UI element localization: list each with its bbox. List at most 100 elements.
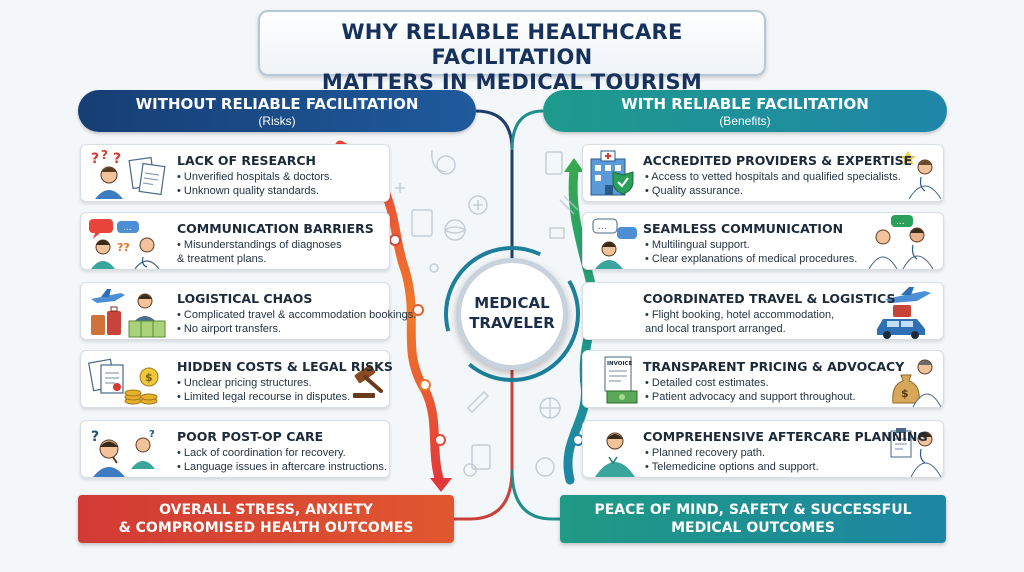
risk-title: LOGISTICAL CHAOS [177, 291, 313, 306]
benefit-point: • Multilingual support. [645, 239, 750, 251]
invoice-label: INVOICE [607, 361, 633, 367]
risk-point: • No airport transfers. [177, 323, 282, 335]
risk-point: • Unknown quality standards. [177, 185, 320, 197]
center-ring [444, 246, 580, 382]
risk-points: • Complicated travel & accommodation boo… [177, 308, 416, 336]
benefits-header-subtitle: (Benefits) [719, 114, 771, 128]
svg-text:??: ?? [117, 241, 130, 254]
risk-points: • Lack of coordination for recovery. • L… [177, 446, 387, 474]
multilingual-doctors-icon: ... [869, 215, 934, 269]
benefit-points: • Planned recovery path. • Telemedicine … [645, 446, 819, 474]
benefit-point: and local transport arranged. [645, 323, 786, 335]
risk-title: HIDDEN COSTS & LEGAL RISKS [177, 359, 393, 374]
gavel-money-documents-icon: $ [88, 358, 159, 405]
benefit-arrow-head [564, 158, 584, 172]
benefit-title: SEAMLESS COMMUNICATION [643, 221, 844, 236]
risk-title: POOR POST-OP CARE [177, 429, 324, 444]
risk-card-research: ? ? ? LACK OF RESEARCH • Unverified hosp… [80, 144, 390, 202]
benefit-point: • Clear explanations of medical procedur… [645, 253, 858, 265]
page-title: WHY RELIABLE HEALTHCARE FACILITATION MAT… [258, 10, 766, 94]
svg-text:$: $ [901, 387, 909, 400]
benefit-points: • Access to vetted hospitals and qualifi… [645, 170, 901, 198]
positive-outcome-line-2: MEDICAL OUTCOMES [671, 520, 835, 536]
svg-text:...: ... [598, 222, 607, 232]
svg-text:...: ... [896, 217, 905, 227]
medical-traveler-hub: MEDICAL TRAVELER [456, 258, 568, 370]
benefit-title: COMPREHENSIVE AFTERCARE PLANNING [643, 429, 928, 444]
benefit-point: • Patient advocacy and support throughou… [645, 391, 856, 403]
benefits-header: WITH RELIABLE FACILITATION (Benefits) [543, 90, 947, 132]
hospital-shield-icon [590, 150, 634, 196]
risk-card-costs: $ HIDDEN COSTS & LEGAL RISKS • Unclear p… [80, 350, 393, 408]
doctor-icon [901, 150, 941, 199]
benefit-title: ACCREDITED PROVIDERS & EXPERTISE [643, 153, 913, 168]
right-outcome-connector [510, 469, 560, 521]
risk-point: & treatment plans. [177, 253, 267, 265]
risk-point: • Complicated travel & accommodation boo… [177, 309, 417, 321]
gavel-icon [353, 364, 383, 398]
risks-header-title: WITHOUT RELIABLE FACILITATION [135, 95, 419, 113]
moneybag-doctor-icon: $ [892, 359, 941, 407]
benefit-point: • Access to vetted hospitals and qualifi… [645, 171, 901, 183]
speech-bubbles-people-icon: ... ?? [89, 219, 160, 269]
svg-text:?: ? [101, 149, 108, 162]
svg-text:?: ? [149, 429, 155, 440]
invoice-money-icon: INVOICE [604, 356, 638, 404]
negative-outcome-line-2: & COMPROMISED HEALTH OUTCOMES [118, 520, 414, 536]
risk-title: COMMUNICATION BARRIERS [177, 221, 374, 236]
risk-point: • Unverified hospitals & doctors. [177, 171, 333, 183]
risks-header-subtitle: (Risks) [258, 114, 296, 128]
plane-luggage-map-icon [91, 289, 166, 338]
nurse-icon [595, 432, 635, 477]
negative-outcome-line-1: OVERALL STRESS, ANXIETY [159, 502, 373, 518]
title-line-1: WHY RELIABLE HEALTHCARE FACILITATION [341, 20, 683, 69]
svg-text:$: $ [145, 371, 153, 384]
benefit-point: • Flight booking, hotel accommodation, [645, 309, 835, 321]
benefit-point: • Telemedicine options and support. [645, 461, 819, 473]
background-medical-icons [395, 149, 595, 477]
risk-arrow-head [430, 478, 452, 492]
risk-card-logistics: LOGISTICAL CHAOS • Complicated travel & … [80, 282, 416, 340]
benefit-title: TRANSPARENT PRICING & ADVOCACY [643, 359, 905, 374]
positive-outcome-banner: PEACE OF MIND, SAFETY & SUCCESSFUL MEDIC… [560, 495, 946, 543]
speech-bubbles-nurse-icon: ... [592, 218, 637, 269]
benefit-points: • Detailed cost estimates. • Patient adv… [645, 376, 856, 404]
benefit-card-travel: COORDINATED TRAVEL & LOGISTICS • Flight … [582, 282, 944, 340]
center-label-line-1: MEDICAL [474, 294, 550, 312]
risk-points: • Misunderstandings of diagnoses & treat… [177, 238, 342, 266]
center-label-line-2: TRAVELER [469, 314, 555, 332]
risk-point: • Lack of coordination for recovery. [177, 447, 346, 459]
benefit-title: COORDINATED TRAVEL & LOGISTICS [643, 291, 896, 306]
risk-points: • Unverified hospitals & doctors. • Unkn… [177, 170, 332, 198]
clipboard-doctor-icon [890, 428, 941, 477]
confused-person-documents-icon: ? ? ? [91, 149, 166, 199]
benefit-points: • Flight booking, hotel accommodation, a… [645, 308, 834, 336]
negative-outcome-banner: OVERALL STRESS, ANXIETY & COMPROMISED HE… [78, 495, 454, 543]
benefit-point: • Planned recovery path. [645, 447, 766, 459]
benefit-card-pricing: INVOICE $ TRANSPARENT PRICING & ADVOCACY… [582, 350, 944, 408]
benefit-point: • Detailed cost estimates. [645, 377, 769, 389]
risk-title: LACK OF RESEARCH [177, 153, 317, 168]
risks-header: WITHOUT RELIABLE FACILITATION (Risks) [78, 90, 476, 132]
benefit-point: • Quality assurance. [645, 185, 744, 197]
benefit-card-communication: ... ... SEAMLESS COMMUNICATION • Multili… [582, 212, 944, 270]
positive-outcome-line-1: PEACE OF MIND, SAFETY & SUCCESSFUL [594, 502, 912, 518]
svg-text:...: ... [123, 223, 132, 233]
benefit-card-aftercare: COMPREHENSIVE AFTERCARE PLANNING • Plann… [582, 420, 944, 478]
risk-point: • Limited legal recourse in disputes. [177, 391, 351, 403]
benefit-points: • Multilingual support. • Clear explanat… [645, 238, 857, 266]
svg-text:?: ? [91, 151, 99, 167]
svg-text:?: ? [91, 429, 99, 445]
right-header-connector [510, 109, 544, 151]
risk-points: • Unclear pricing structures. • Limited … [177, 376, 350, 404]
confused-patient-icon: ? ? [91, 429, 155, 477]
risk-point: • Language issues in aftercare instructi… [177, 461, 387, 473]
benefits-header-title: WITH RELIABLE FACILITATION [621, 95, 869, 113]
svg-text:?: ? [113, 151, 121, 167]
risk-card-communication: ... ?? COMMUNICATION BARRIERS • Misunder… [80, 212, 390, 270]
left-header-connector [475, 109, 514, 258]
benefit-card-accredited: ACCREDITED PROVIDERS & EXPERTISE • Acces… [582, 144, 944, 202]
risk-card-postop: ? ? POOR POST-OP CARE • Lack of coordina… [80, 420, 390, 478]
plane-car-icon [877, 287, 931, 339]
